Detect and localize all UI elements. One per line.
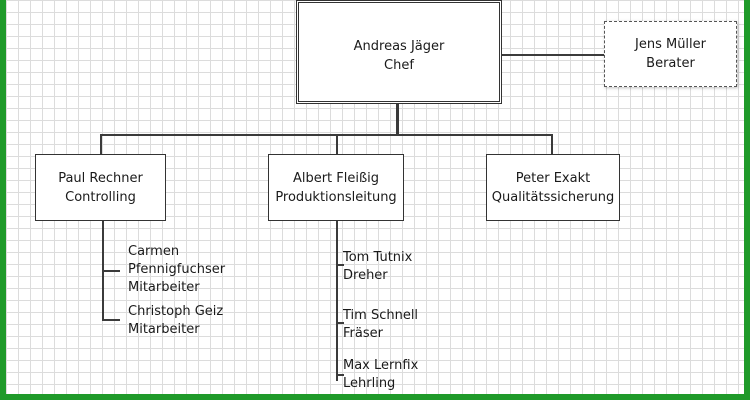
manager-role: Produktionsleitung xyxy=(275,189,397,205)
chief-role: Chef xyxy=(384,58,414,73)
staff-item-christoph: Christoph Geiz Mitarbeiter xyxy=(128,303,223,339)
connector-to-production xyxy=(336,134,338,154)
connector-staff-carmen xyxy=(102,270,120,272)
staff-role: Mitarbeiter xyxy=(128,280,200,295)
connector-staff-christoph xyxy=(102,319,120,321)
manager-role: Qualitätssicherung xyxy=(491,189,615,205)
connector-to-controlling xyxy=(100,134,102,154)
connector-staff-tom xyxy=(336,264,344,266)
chief-box: Andreas Jäger Chef xyxy=(296,0,502,104)
staff-item-tom: Tom Tutnix Dreher xyxy=(343,249,412,285)
connector-production-stem xyxy=(336,221,338,381)
chief-name: Andreas Jäger xyxy=(353,39,445,54)
staff-name: Tom Tutnix xyxy=(343,250,413,265)
staff-role: Fräser xyxy=(343,326,383,341)
staff-item-carmen: Carmen Pfennigfuchser Mitarbeiter xyxy=(128,243,225,297)
staff-item-tim: Tim Schnell Fräser xyxy=(343,307,418,343)
connector-staff-max xyxy=(336,374,344,376)
staff-name: Tim Schnell xyxy=(343,308,419,323)
connector-to-quality xyxy=(551,134,553,154)
connector-chief-advisor xyxy=(502,54,604,56)
manager-name: Paul Rechner xyxy=(58,170,143,186)
manager-box-quality: Peter Exakt Qualitätssicherung xyxy=(486,154,620,221)
manager-name: Peter Exakt xyxy=(515,170,591,186)
staff-name: Christoph Geiz xyxy=(128,304,224,319)
diagram-canvas: Andreas Jäger Chef Jens Müller Berater P… xyxy=(6,0,744,394)
staff-role: Dreher xyxy=(343,268,388,283)
staff-item-max: Max Lernfix Lehrling xyxy=(343,357,418,393)
manager-name: Albert Fleißig xyxy=(292,170,380,186)
staff-name-line1: Carmen xyxy=(128,244,180,259)
advisor-role: Berater xyxy=(646,56,695,71)
connector-chief-down xyxy=(396,104,399,135)
connector-staff-tim xyxy=(336,322,344,324)
manager-role: Controlling xyxy=(65,189,136,205)
advisor-name: Jens Müller xyxy=(635,37,706,52)
staff-role: Lehrling xyxy=(343,376,396,391)
connector-manager-bar xyxy=(100,134,551,136)
staff-name-line2: Pfennigfuchser xyxy=(128,262,226,277)
staff-name: Max Lernfix xyxy=(343,358,419,373)
manager-box-production: Albert Fleißig Produktionsleitung xyxy=(268,154,404,221)
advisor-box: Jens Müller Berater xyxy=(604,21,737,87)
staff-role: Mitarbeiter xyxy=(128,322,200,337)
manager-box-controlling: Paul Rechner Controlling xyxy=(35,154,166,221)
